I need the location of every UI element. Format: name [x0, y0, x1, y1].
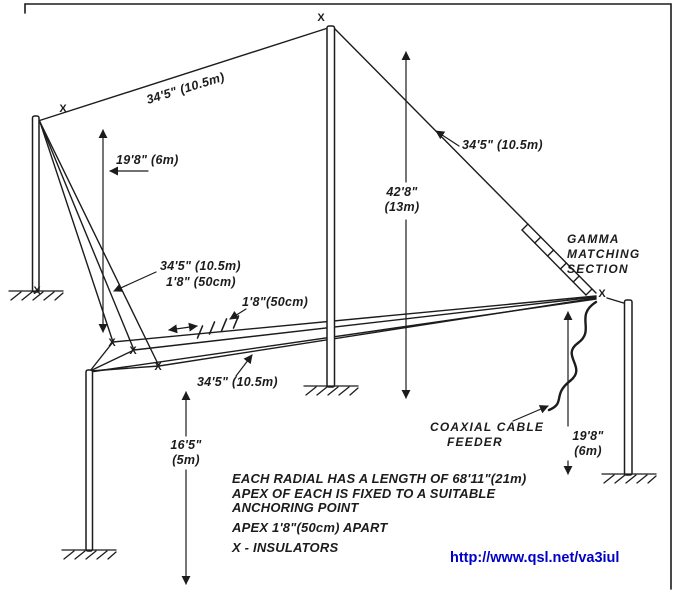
top-span-wire	[37, 27, 329, 122]
label-radial-upper: 34'5" (10.5m)	[160, 259, 241, 273]
radial-long-4	[89, 298, 597, 373]
right-mast	[623, 299, 633, 476]
ground-front	[61, 549, 117, 560]
insulator-x-left: X	[59, 103, 67, 115]
ground-right	[601, 473, 657, 484]
note-anchoring-point: ANCHORING POINT	[231, 500, 359, 515]
coax-cable	[547, 300, 598, 412]
label-coax-line1: COAXIAL CABLE	[430, 420, 544, 434]
label-right-pole-m: (6m)	[574, 444, 602, 458]
insulator-x-feed: X	[598, 288, 606, 300]
frame-border	[24, 3, 672, 590]
dim-apex-spacing	[168, 322, 198, 334]
credit-url-link[interactable]: http://www.qsl.net/va3iul	[450, 550, 620, 566]
label-top-wire: 34'5" (10.5m)	[145, 70, 226, 107]
radial-long-1	[112, 295, 597, 343]
gamma-match-ladder	[521, 223, 593, 296]
note-radial-length: EACH RADIAL HAS A LENGTH OF 68'11"(21m)	[232, 471, 526, 486]
label-coax-line2: FEEDER	[447, 435, 503, 449]
insulator-x-apex-3: X	[154, 361, 162, 373]
label-front-pole-ft: 16'5"	[170, 438, 202, 452]
notes-block: EACH RADIAL HAS A LENGTH OF 68'11"(21m) …	[231, 471, 526, 555]
label-apex-gap-upper: 1'8" (50cm)	[166, 275, 236, 289]
label-gamma-line2: MATCHING	[567, 247, 640, 261]
note-apex-fixed: APEX OF EACH IS FIXED TO A SUITABLE	[231, 486, 496, 501]
label-left-pole-height: 19'8" (6m)	[116, 153, 179, 167]
label-center-height-m: (13m)	[385, 200, 420, 214]
center-mast	[326, 25, 336, 388]
radial-fan-1	[39, 121, 114, 343]
radial-fan-2	[39, 121, 135, 351]
feed-to-pole-wire	[606, 297, 628, 305]
masts	[31, 25, 633, 552]
ground-left	[8, 290, 64, 301]
label-gamma-line1: GAMMA	[567, 232, 620, 246]
label-radial-lower: 34'5" (10.5m)	[197, 375, 278, 389]
label-gamma-line3: SECTION	[567, 262, 629, 276]
label-center-height-ft: 42'8"	[385, 185, 418, 199]
insulator-x-apex-2: X	[129, 345, 137, 357]
ground-hatching	[8, 290, 657, 560]
sloping-wire	[333, 27, 597, 294]
leader-radial-upper	[113, 271, 157, 292]
note-insulator-legend: X - INSULATORS	[231, 540, 338, 555]
note-apex-spacing: APEX 1'8"(50cm) APART	[231, 520, 388, 535]
dimension-lines	[98, 51, 573, 585]
insulator-x-top: X	[317, 12, 325, 24]
leader-right-wire	[435, 130, 460, 147]
apex-tail-1	[89, 341, 114, 372]
insulator-x-base: X	[33, 285, 41, 297]
insulator-marks: X X X X X X X	[33, 12, 606, 373]
label-apex-gap-lower: 1'8"(50cm)	[242, 295, 308, 309]
label-right-pole-ft: 19'8"	[572, 429, 604, 443]
label-front-pole-m: (5m)	[172, 453, 200, 467]
apex-tail-2	[89, 349, 135, 372]
leader-apex-gap	[229, 308, 247, 320]
leader-coax	[512, 405, 549, 422]
insulator-ticks	[196, 315, 240, 339]
left-mast	[31, 115, 40, 293]
insulator-x-apex-1: X	[108, 337, 116, 349]
apex-tail-3	[89, 365, 160, 372]
front-mast	[85, 369, 94, 552]
leader-radial-lower	[235, 354, 253, 377]
radial-long-2	[133, 296, 597, 351]
label-right-wire: 34'5" (10.5m)	[462, 138, 543, 152]
ground-center	[303, 385, 359, 396]
